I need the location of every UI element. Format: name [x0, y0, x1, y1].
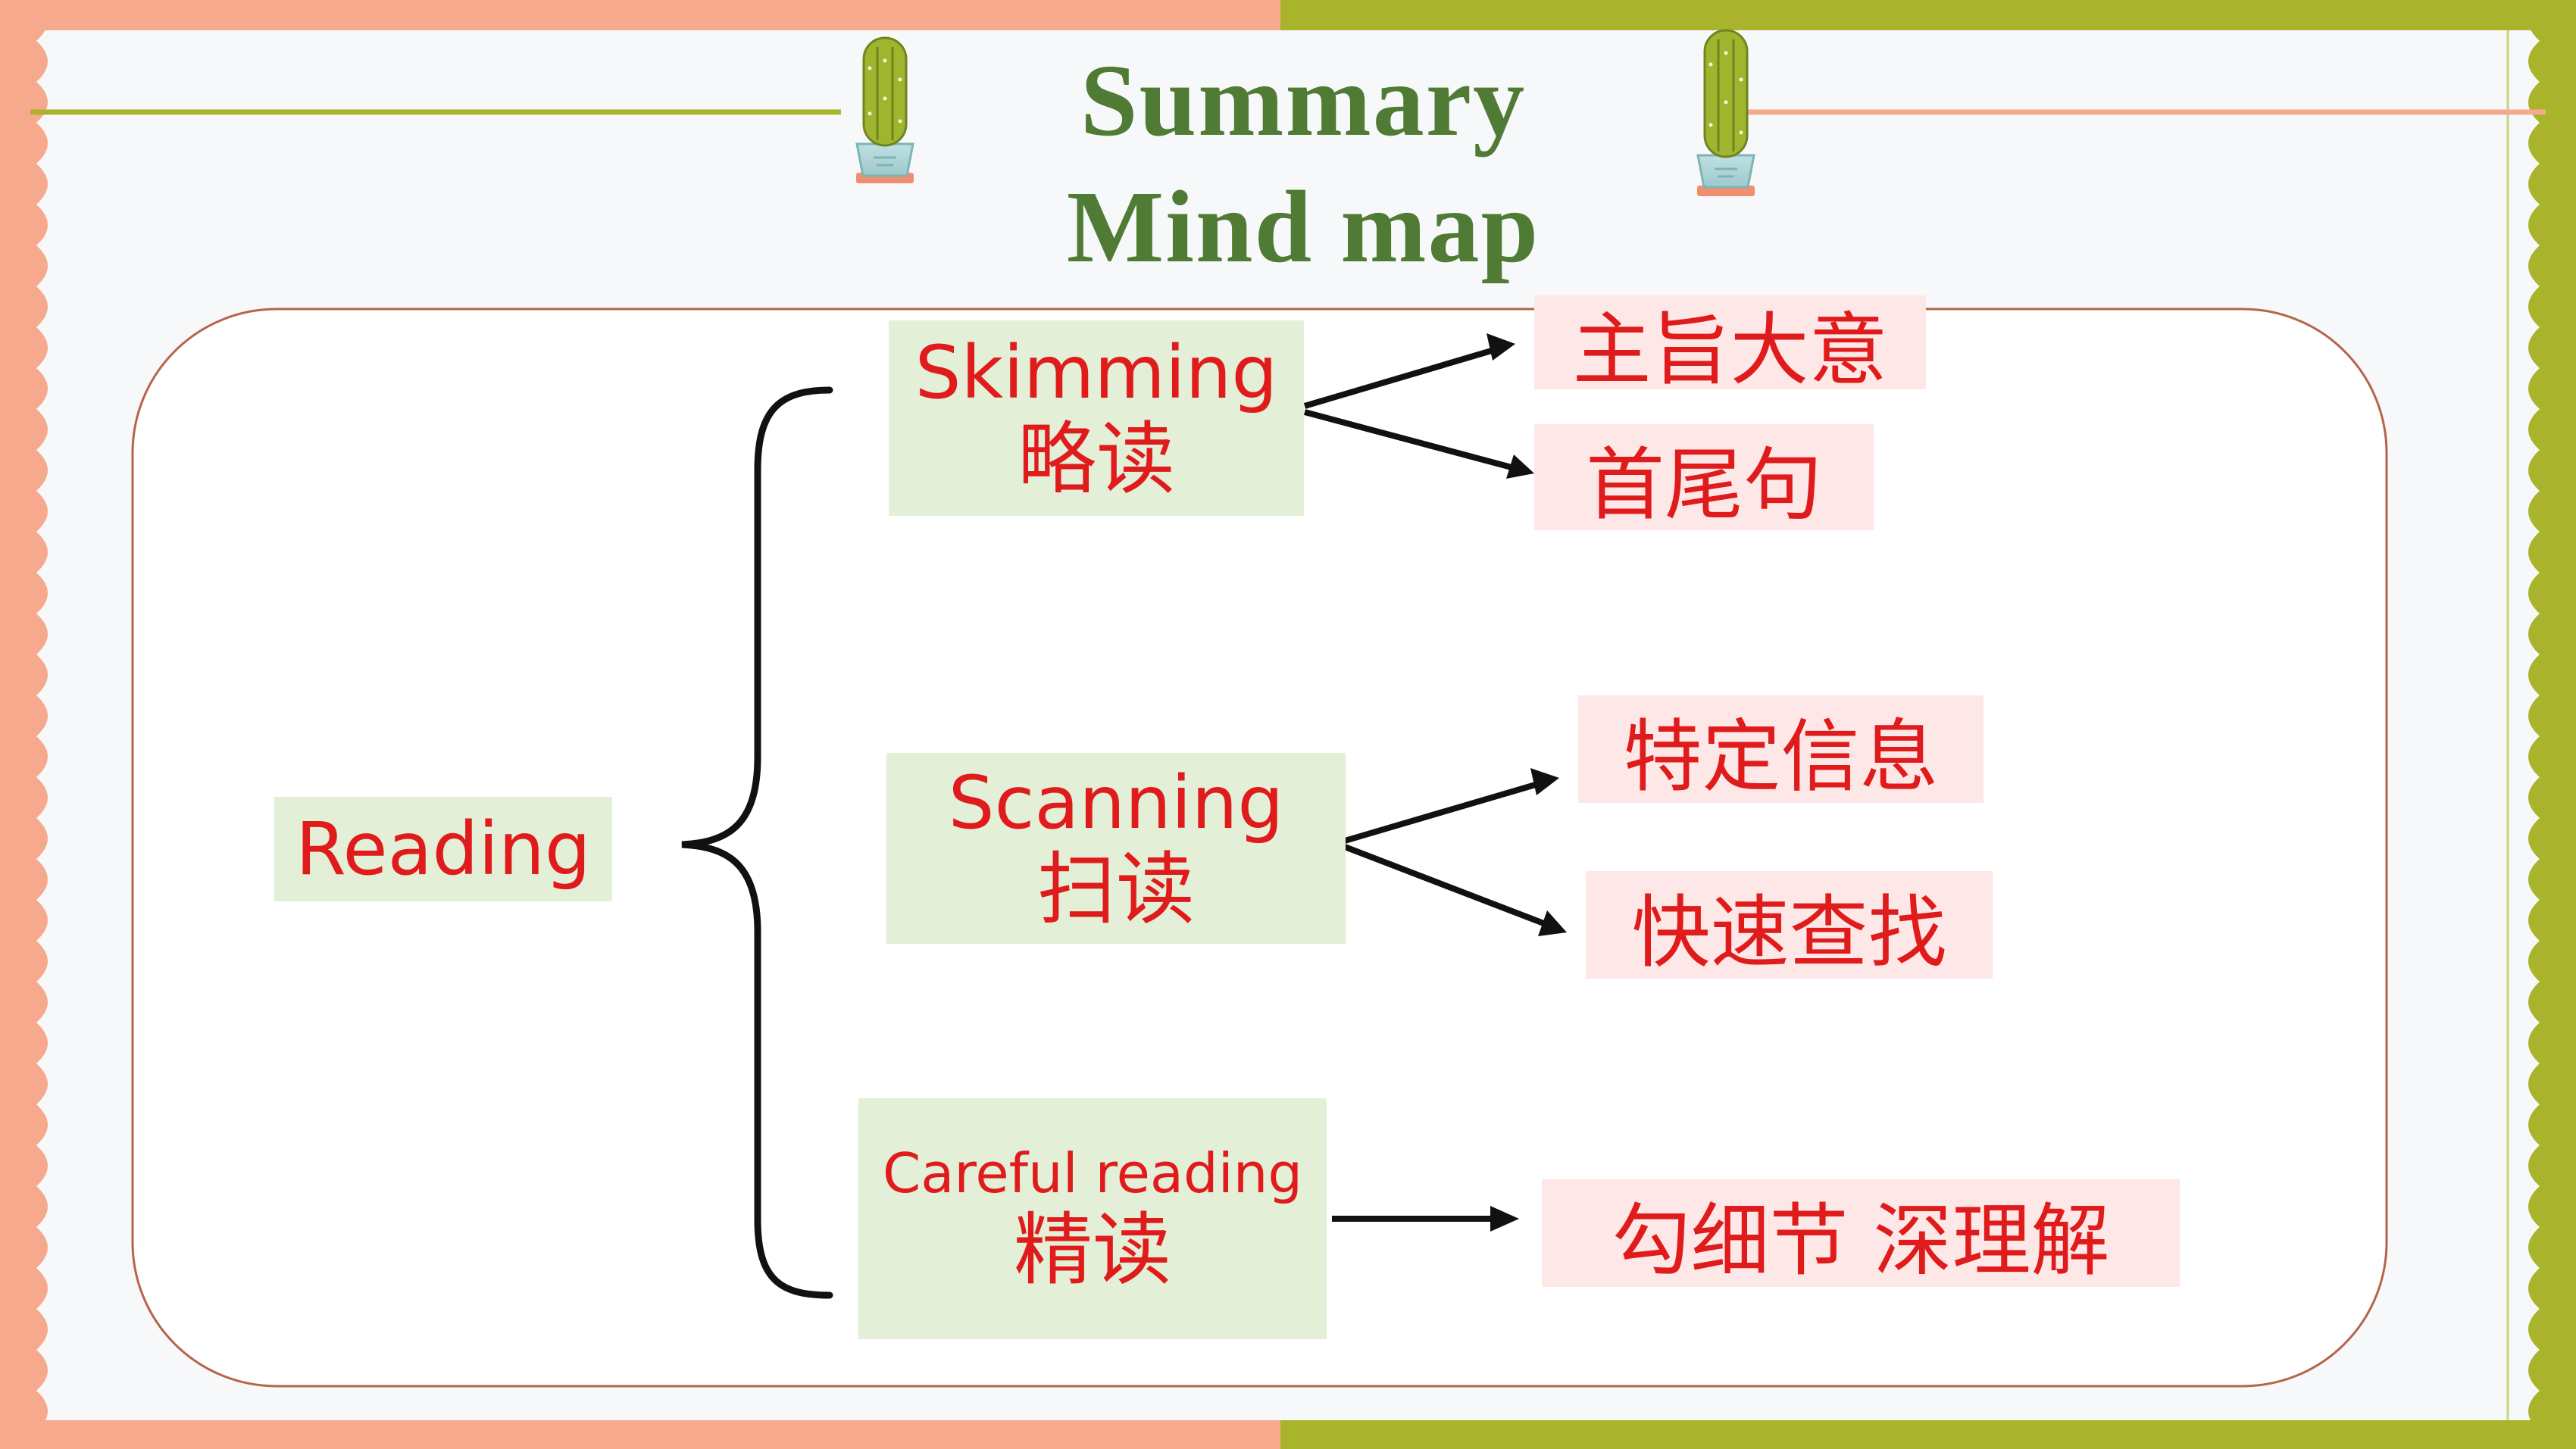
branch-node-scanning: Scanning 扫读: [886, 753, 1346, 944]
title-line-mind-map: Mind map: [1066, 170, 1540, 284]
arrow-scanning-1: [1343, 781, 1540, 844]
arrow-skimming-2: [1303, 409, 1513, 470]
leaf-quick-search: 快速查找: [1586, 871, 1993, 979]
arrow-skimming-1: [1303, 347, 1496, 409]
arrow-scanning-2: [1343, 844, 1547, 927]
cactus-pot-icon: [855, 36, 914, 183]
branch-label-zh: 精读: [1013, 1203, 1171, 1296]
root-node-reading: Reading: [274, 797, 612, 901]
left-edge-shape: [0, 0, 48, 1449]
right-scalloped-edge: [2528, 0, 2576, 1449]
branch-label-zh: 略读: [1017, 413, 1175, 506]
arrows: [1303, 347, 1547, 1222]
right-edge-shape: [2528, 0, 2576, 1449]
branch-label-en: Skimming: [914, 330, 1278, 415]
leaf-specific-info: 特定信息: [1578, 695, 1984, 803]
cactus-pot-icon: [1696, 29, 1755, 196]
branch-label-en: Careful reading: [882, 1141, 1303, 1205]
root-label: Reading: [295, 806, 591, 892]
bottom-band-salmon: [0, 1420, 1280, 1449]
bottom-band-olive: [1280, 1420, 2576, 1449]
leaf-main-idea: 主旨大意: [1534, 295, 1926, 396]
title-line-summary: Summary: [1080, 44, 1527, 158]
leaf-first-last-sentence: 首尾句: [1534, 424, 1874, 531]
top-band-olive: [1280, 0, 2576, 30]
branch-label-en: Scanning: [948, 760, 1284, 845]
branch-node-skimming: Skimming 略读: [889, 320, 1304, 516]
curly-brace: [681, 386, 833, 1299]
leaf-details-understanding: 勾细节 深理解: [1542, 1179, 2180, 1287]
branch-label-zh: 扫读: [1036, 843, 1195, 936]
branch-node-careful-reading: Careful reading 精读: [858, 1098, 1327, 1339]
left-scalloped-edge: [0, 0, 48, 1449]
top-band-salmon: [0, 0, 1280, 30]
